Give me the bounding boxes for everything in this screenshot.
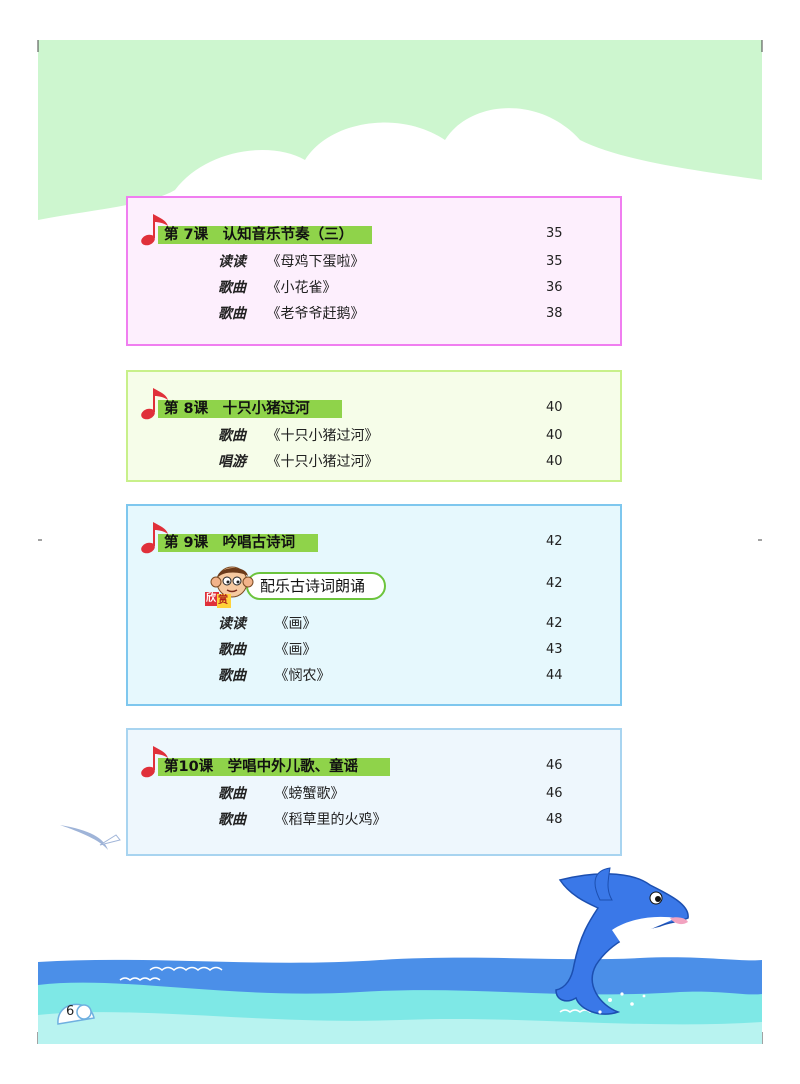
list-item[interactable]: 歌曲 《悯农》 — [218, 666, 330, 686]
cartoon-boy-face-icon — [205, 566, 254, 608]
item-kind: 读读 — [218, 254, 246, 270]
lesson-10-header[interactable]: 第10课 学唱中外儿歌、童谣 — [138, 746, 400, 778]
item-title: 《悯农》 — [274, 668, 331, 684]
item-kind: 唱游 — [218, 454, 246, 470]
lesson-7-box: 第 7课 认知音乐节奏（三） 35 读读 《母鸡下蛋啦》 35 歌曲 《小花雀》… — [126, 196, 622, 346]
item-title: 《画》 — [274, 616, 317, 632]
item-page: 42 — [546, 616, 563, 631]
list-item[interactable]: 读读 《画》 — [218, 614, 316, 634]
item-kind: 歌曲 — [218, 668, 246, 684]
snail-icon — [57, 1003, 95, 1025]
item-page: 36 — [546, 280, 563, 295]
lesson-title: 第 8课 十只小猪过河 — [164, 401, 310, 417]
item-title: 《螃蟹歌》 — [274, 786, 345, 802]
list-item[interactable]: 歌曲 《老爷爷赶鹅》 — [218, 304, 364, 324]
item-page: 35 — [546, 254, 563, 269]
list-item[interactable]: 歌曲 《十只小猪过河》 — [218, 426, 378, 446]
appreciation-title: 配乐古诗词朗诵 — [260, 577, 366, 595]
item-title: 《老爷爷赶鹅》 — [266, 306, 365, 322]
appreciation-page: 42 — [546, 576, 563, 591]
list-item[interactable]: 歌曲 《稻草里的火鸡》 — [218, 810, 386, 830]
lesson-page: 40 — [546, 400, 563, 415]
lesson-9-header[interactable]: 第 9课 吟唱古诗词 — [138, 522, 328, 554]
lesson-page: 35 — [546, 226, 563, 241]
lesson-7-header[interactable]: 第 7课 认知音乐节奏（三） — [138, 214, 378, 246]
lesson-8-header[interactable]: 第 8课 十只小猪过河 — [138, 388, 348, 420]
music-note-icon — [141, 522, 168, 554]
lesson-page: 42 — [546, 534, 563, 549]
item-kind: 歌曲 — [218, 280, 246, 296]
appreciation-badge-top: 欣 — [206, 593, 216, 604]
music-note-icon — [141, 746, 168, 778]
item-kind: 读读 — [218, 616, 246, 632]
dolphin-icon — [555, 867, 689, 1015]
item-page: 43 — [546, 642, 563, 657]
item-title: 《十只小猪过河》 — [266, 454, 379, 470]
item-title: 《母鸡下蛋啦》 — [266, 254, 365, 270]
item-title: 《十只小猪过河》 — [266, 428, 379, 444]
appreciation-entry[interactable]: 配乐古诗词朗诵 欣 赏 — [202, 562, 398, 608]
list-item[interactable]: 歌曲 《螃蟹歌》 — [218, 784, 344, 804]
item-kind: 歌曲 — [218, 428, 246, 444]
lesson-title: 第10课 学唱中外儿歌、童谣 — [164, 759, 359, 775]
item-title: 《画》 — [274, 642, 317, 658]
item-kind: 歌曲 — [218, 786, 246, 802]
lesson-8-box: 第 8课 十只小猪过河 40 歌曲 《十只小猪过河》 40 唱游 《十只小猪过河… — [126, 370, 622, 482]
list-item[interactable]: 唱游 《十只小猪过河》 — [218, 452, 378, 472]
item-page: 46 — [546, 786, 563, 801]
item-title: 《小花雀》 — [266, 280, 337, 296]
sea-foam — [38, 1012, 762, 1044]
page-number: 6 — [66, 1004, 75, 1019]
lesson-title: 第 7课 认知音乐节奏（三） — [164, 227, 354, 243]
music-note-icon — [141, 388, 168, 420]
item-page: 40 — [546, 454, 563, 469]
lesson-title: 第 9课 吟唱古诗词 — [164, 535, 296, 551]
list-item[interactable]: 歌曲 《小花雀》 — [218, 278, 336, 298]
item-kind: 歌曲 — [218, 306, 246, 322]
item-title: 《稻草里的火鸡》 — [274, 812, 387, 828]
list-item[interactable]: 歌曲 《画》 — [218, 640, 316, 660]
lesson-10-box: 第10课 学唱中外儿歌、童谣 46 歌曲 《螃蟹歌》 46 歌曲 《稻草里的火鸡… — [126, 728, 622, 856]
lesson-page: 46 — [546, 758, 563, 773]
item-page: 38 — [546, 306, 563, 321]
seagull-icon — [60, 825, 121, 850]
appreciation-pill — [246, 572, 386, 600]
item-page: 44 — [546, 668, 563, 683]
item-page: 48 — [546, 812, 563, 827]
item-page: 40 — [546, 428, 563, 443]
lesson-9-box: 第 9课 吟唱古诗词 42 配乐古诗词朗诵 欣 赏 42 读读 — [126, 504, 622, 706]
music-note-icon — [141, 214, 168, 246]
appreciation-badge-bottom: 赏 — [218, 595, 228, 606]
item-kind: 歌曲 — [218, 812, 246, 828]
list-item[interactable]: 读读 《母鸡下蛋啦》 — [218, 252, 364, 272]
item-kind: 歌曲 — [218, 642, 246, 658]
